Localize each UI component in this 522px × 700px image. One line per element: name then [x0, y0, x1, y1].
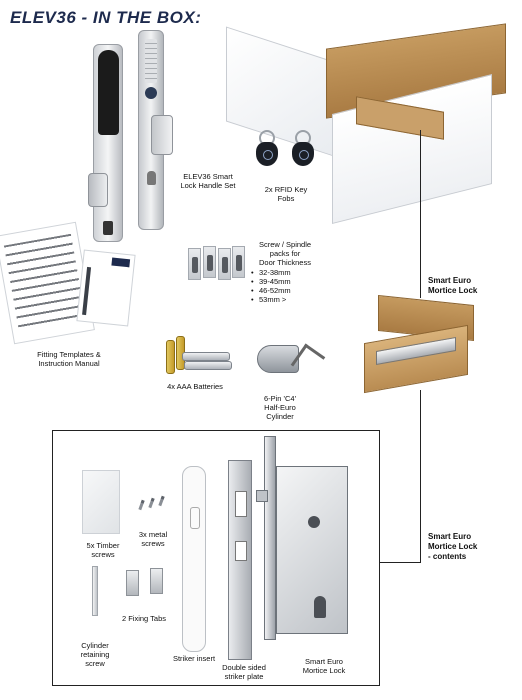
- key-fob-icon: [292, 130, 314, 166]
- bullet-icon: •: [251, 286, 254, 295]
- bullet-icon: •: [251, 295, 254, 304]
- battery-icon: [166, 340, 175, 374]
- key-fobs-label: 2x RFID Key Fobs: [264, 185, 308, 203]
- screw-pack-icon: [203, 246, 216, 278]
- mortice-contents-label: Smart Euro Mortice Lock - contents: [428, 532, 478, 561]
- fixing-tabs-label: 2 Fixing Tabs: [121, 614, 167, 623]
- connector-line: [420, 130, 421, 298]
- screw-pack-icon: [188, 248, 201, 280]
- metal-screws-label: 3x metal screws: [138, 530, 168, 548]
- battery-icon: [182, 352, 230, 361]
- handle-set-label: ELEV36 Smart Lock Handle Set: [180, 172, 236, 190]
- bullet-icon: •: [251, 277, 254, 286]
- fixing-tab-icon: [150, 568, 163, 594]
- thickness-item: 53mm >: [259, 295, 287, 304]
- mortice-lock-box-image: [364, 294, 476, 394]
- timber-screws-label: 5x Timber screws: [86, 541, 120, 559]
- screw-pack-icon: [232, 246, 245, 278]
- striker-insert-image: [182, 466, 206, 652]
- screw-pack-icon: [218, 248, 231, 280]
- connector-line: [380, 562, 421, 563]
- bullet-icon: •: [251, 268, 254, 277]
- euro-cylinder-image: [257, 345, 299, 373]
- fitting-template-image: [76, 249, 136, 327]
- mortice-lock-label: Smart Euro Mortice Lock: [428, 276, 478, 295]
- cylinder-label: 6-Pin 'C4' Half-Euro Cylinder: [263, 394, 297, 421]
- connector-line: [420, 390, 421, 562]
- thickness-item: 46-52mm: [259, 286, 291, 295]
- batteries-label: 4x AAA Batteries: [167, 382, 223, 391]
- striker-plate-image: [228, 460, 252, 660]
- timber-screws-bag-image: [82, 470, 120, 534]
- mortice-lock-image: [256, 436, 350, 640]
- fixing-tab-icon: [126, 570, 139, 596]
- smart-lock-handle-image: [88, 44, 123, 242]
- thickness-item: 39-45mm: [259, 277, 291, 286]
- product-box-image: [226, 23, 510, 224]
- key-fob-icon: [256, 130, 278, 166]
- battery-icon: [184, 361, 232, 370]
- striker-plate-label: Double sided striker plate: [222, 663, 266, 681]
- smart-lock-keypad-handle-image: [138, 30, 173, 230]
- page-title: ELEV36 - IN THE BOX:: [10, 8, 202, 27]
- thickness-item: 32-38mm: [259, 268, 291, 277]
- fitting-templates-label: Fitting Templates & Instruction Manual: [37, 350, 101, 368]
- contents-mortice-label: Smart Euro Mortice Lock: [302, 657, 346, 675]
- screw-packs-label: Screw / Spindle packs for Door Thickness: [258, 240, 312, 267]
- cylinder-screw-label: Cylinder retaining screw: [80, 641, 110, 668]
- striker-insert-label: Striker insert: [172, 654, 216, 663]
- cylinder-screw-image: [92, 566, 98, 616]
